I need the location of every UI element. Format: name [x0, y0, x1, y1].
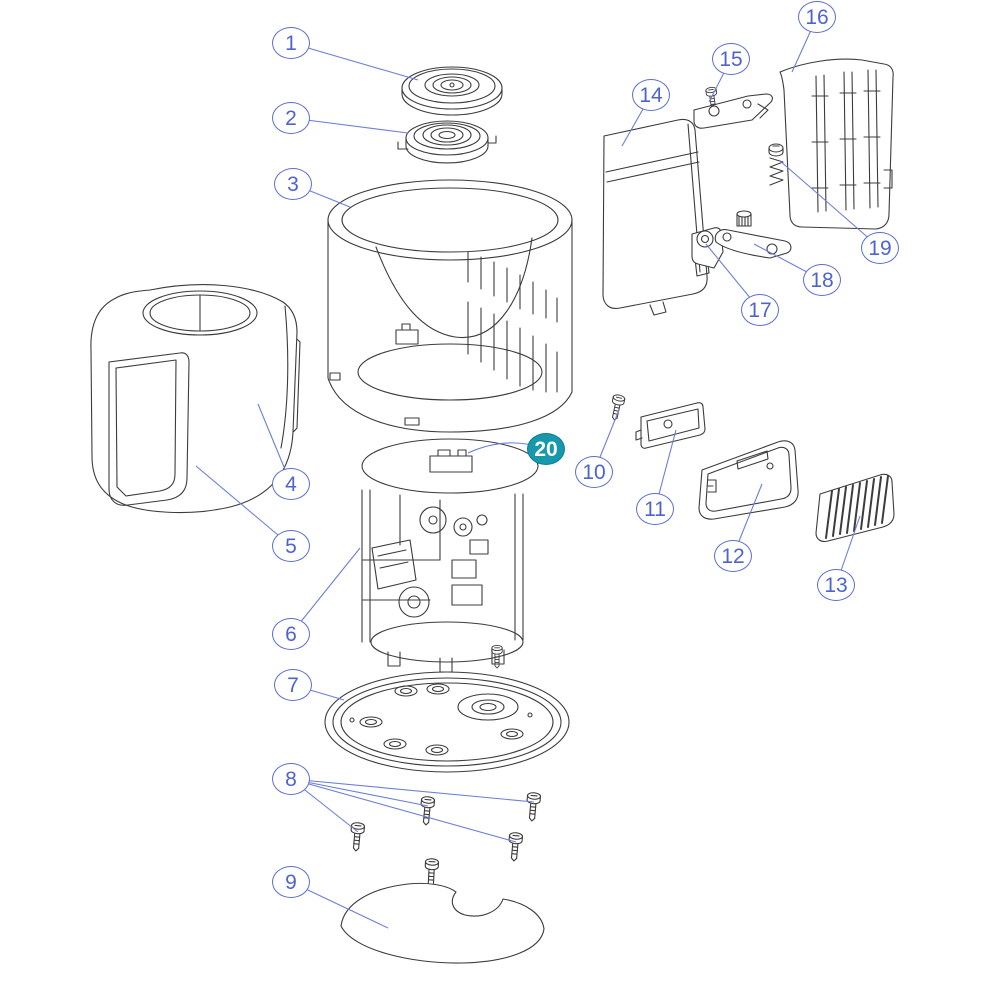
- callout-14: 14: [632, 79, 670, 111]
- part-top-cap: [401, 66, 503, 116]
- callout-11: 11: [636, 493, 674, 525]
- callout-6: 6: [272, 618, 310, 650]
- callout-4: 4: [272, 468, 310, 500]
- callout-17: 17: [741, 294, 779, 326]
- callout-20: 20: [527, 433, 565, 465]
- callout-3: 3: [274, 168, 312, 200]
- callout-13: 13: [817, 569, 855, 601]
- part-outer-shell: [90, 284, 298, 514]
- part-clip: [693, 86, 773, 129]
- leader-line-2: [290, 117, 409, 134]
- callout-10: 10: [575, 456, 613, 488]
- part-frame: [698, 440, 799, 520]
- callout-18: 18: [803, 264, 841, 296]
- part-motor-assembly: [361, 438, 539, 673]
- leader-line-8: [290, 778, 535, 803]
- callout-5: 5: [272, 530, 310, 562]
- part-side-panel: [779, 58, 894, 230]
- part-bracket: [714, 210, 792, 259]
- part-bottom-cover: [340, 857, 545, 964]
- part-grille: [815, 473, 895, 543]
- leader-line-8: [290, 778, 429, 807]
- callout-19: 19: [861, 232, 899, 264]
- leader-line-6: [290, 547, 361, 635]
- callout-16: 16: [798, 1, 836, 33]
- part-main-housing: [327, 179, 573, 433]
- leader-line-1: [290, 42, 419, 81]
- callout-7: 7: [274, 669, 312, 701]
- callout-8: 8: [272, 763, 310, 795]
- part-screws: [348, 791, 542, 863]
- callout-2: 2: [272, 102, 310, 134]
- part-small-plate: [635, 402, 706, 449]
- part-small-screw: [608, 393, 626, 422]
- callout-12: 12: [714, 540, 752, 572]
- part-base-plate: [324, 671, 570, 773]
- leader-line-19: [778, 159, 881, 249]
- part-spring-screw: [768, 143, 784, 186]
- leader-line-8: [290, 778, 517, 843]
- callout-1: 1: [272, 27, 310, 59]
- callout-15: 15: [712, 43, 750, 75]
- leader-line-5: [195, 465, 292, 547]
- part-battery-door: [602, 118, 710, 316]
- part-inner-cap: [397, 120, 497, 164]
- callout-9: 9: [272, 866, 310, 898]
